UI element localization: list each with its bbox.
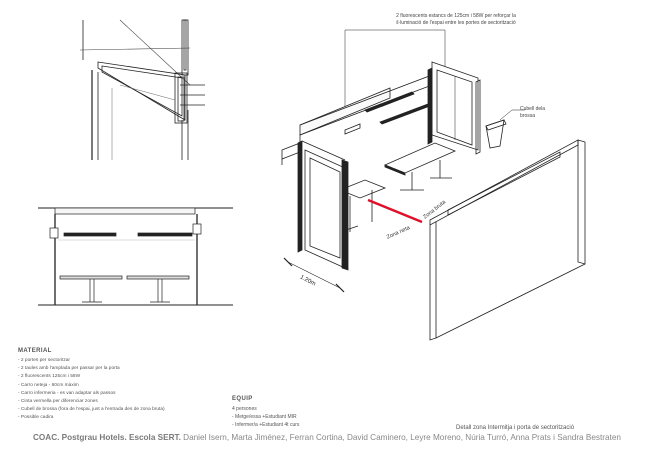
bin-label-line2: brossa — [520, 112, 536, 119]
material-item: - Carro infermeria - es van adaptar als … — [18, 390, 116, 396]
material-item: - 2 portes per sectoritzar — [18, 358, 70, 363]
material-item: - Cinta vermella per diferenciar zones — [18, 399, 98, 405]
material-item: - 2 taules amb l'amplada per passar per … — [18, 366, 120, 372]
fluorescent-note: 2 fluorescents estancs de 125cm i 58W pe… — [365, 13, 547, 26]
zone-label-clean: Zona neta — [386, 225, 412, 241]
footer-institution: COAC. Postgrau Hotels. Escola SERT. — [33, 433, 181, 442]
section-elevation — [38, 207, 233, 306]
equip-list: 4 persones - Metge/essa +Estudiant MIR -… — [232, 405, 299, 430]
fluorescent-note-line2: il·luminació de l'espai entre les portes… — [396, 19, 516, 26]
equip-heading: EQUIP — [232, 396, 253, 402]
equip-item: - Infermer/a +Estudiant 4t curs — [232, 422, 300, 429]
material-item: - Cubell de brossa (fora de l'espai, jus… — [18, 407, 165, 413]
dimension-label: 1.20m — [299, 274, 317, 287]
footer-credits: COAC. Postgrau Hotels. Escola SERT. Dani… — [33, 433, 621, 442]
equip-item: - Metge/essa +Estudiant MIR — [232, 414, 297, 421]
fluorescent-note-line1: 2 fluorescents estancs de 125cm i 58W pe… — [396, 13, 516, 19]
bin-label: Cubell dela brossa — [520, 106, 545, 119]
material-item: - 2 fluorescents 125cm i 58W — [18, 374, 81, 380]
material-list: - 2 portes per sectoritzar - 2 taules am… — [18, 357, 165, 423]
bin-label-line1: Cubell dela — [520, 106, 546, 112]
material-heading: MATERIAL — [18, 348, 52, 354]
equip-item: 4 persones — [232, 406, 257, 412]
axonometric-view — [281, 29, 586, 341]
material-item: - Possible cadira — [18, 415, 54, 421]
footer-authors: Daniel Isern, Marta Jiménez, Ferran Cort… — [183, 433, 621, 442]
door-frame-detail — [79, 19, 205, 160]
detail-caption: Detall zona Intermitja i porta de sector… — [456, 425, 575, 431]
material-item: - Carro neteja - 60cm màxim — [18, 382, 79, 388]
